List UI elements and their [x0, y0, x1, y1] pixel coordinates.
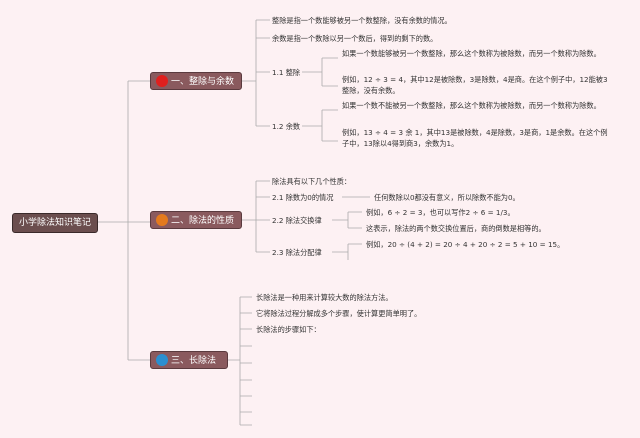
node-text: 它将除法过程分解成多个步骤，使计算更简单明了。 [256, 309, 422, 318]
node-text: 整除是指一个数能够被另一个数整除，没有余数的情况。 [272, 16, 452, 25]
node-text: 例如，13 ÷ 4 = 3 余 1，其中13是被除数，4是除数，3是商，1是余数… [342, 128, 608, 148]
branch-label: 一、整除与余数 [171, 77, 235, 87]
node-text: 例如，12 ÷ 3 = 4，其中12是被除数，3是除数，4是商。在这个例子中，1… [342, 75, 608, 95]
branch-label: 三、长除法 [171, 356, 217, 366]
branch-division-remainder[interactable]: 一、整除与余数 [150, 72, 242, 90]
node-label-1-1[interactable]: 1.1 整除 [272, 68, 301, 77]
node-text: 如果一个数能够被另一个数整除，那么这个数称为被除数，而另一个数称为除数。 [342, 49, 601, 58]
branch-division-properties[interactable]: 二、除法的性质 [150, 211, 242, 229]
orange-circle-icon [156, 214, 168, 226]
node-text: 例如，6 ÷ 2 = 3，也可以写作2 ÷ 6 = 1/3。 [366, 208, 515, 217]
node-label-2-1[interactable]: 2.1 除数为0的情况 [272, 193, 334, 202]
node-text: 如果一个数不能被另一个数整除，那么这个数称为被除数，而另一个数称为除数。 [342, 101, 601, 110]
branch-long-division[interactable]: 三、长除法 [150, 351, 228, 369]
node-text: 除法具有以下几个性质： [272, 177, 352, 186]
node-text: 这表示，除法的两个数交换位置后，商的倒数是相等的。 [366, 224, 546, 233]
node-text: 长除法的步骤如下： [256, 325, 321, 334]
root-node[interactable]: 小学除法知识笔记 [12, 213, 98, 233]
node-label-1-2[interactable]: 1.2 余数 [272, 122, 301, 131]
red-circle-icon [156, 75, 168, 87]
node-label-2-2[interactable]: 2.2 除法交换律 [272, 216, 322, 225]
blue-circle-icon [156, 354, 168, 366]
node-label-2-3[interactable]: 2.3 除法分配律 [272, 248, 322, 257]
node-text: 长除法是一种用来计算较大数的除法方法。 [256, 293, 393, 302]
node-text: 余数是指一个数除以另一个数后，得到的剩下的数。 [272, 34, 438, 43]
node-text: 例如，20 ÷ (4 + 2) = 20 ÷ 4 + 20 ÷ 2 = 5 + … [366, 240, 565, 249]
branch-label: 二、除法的性质 [171, 216, 235, 226]
node-text: 任何数除以0都没有意义，所以除数不能为0。 [374, 193, 520, 202]
